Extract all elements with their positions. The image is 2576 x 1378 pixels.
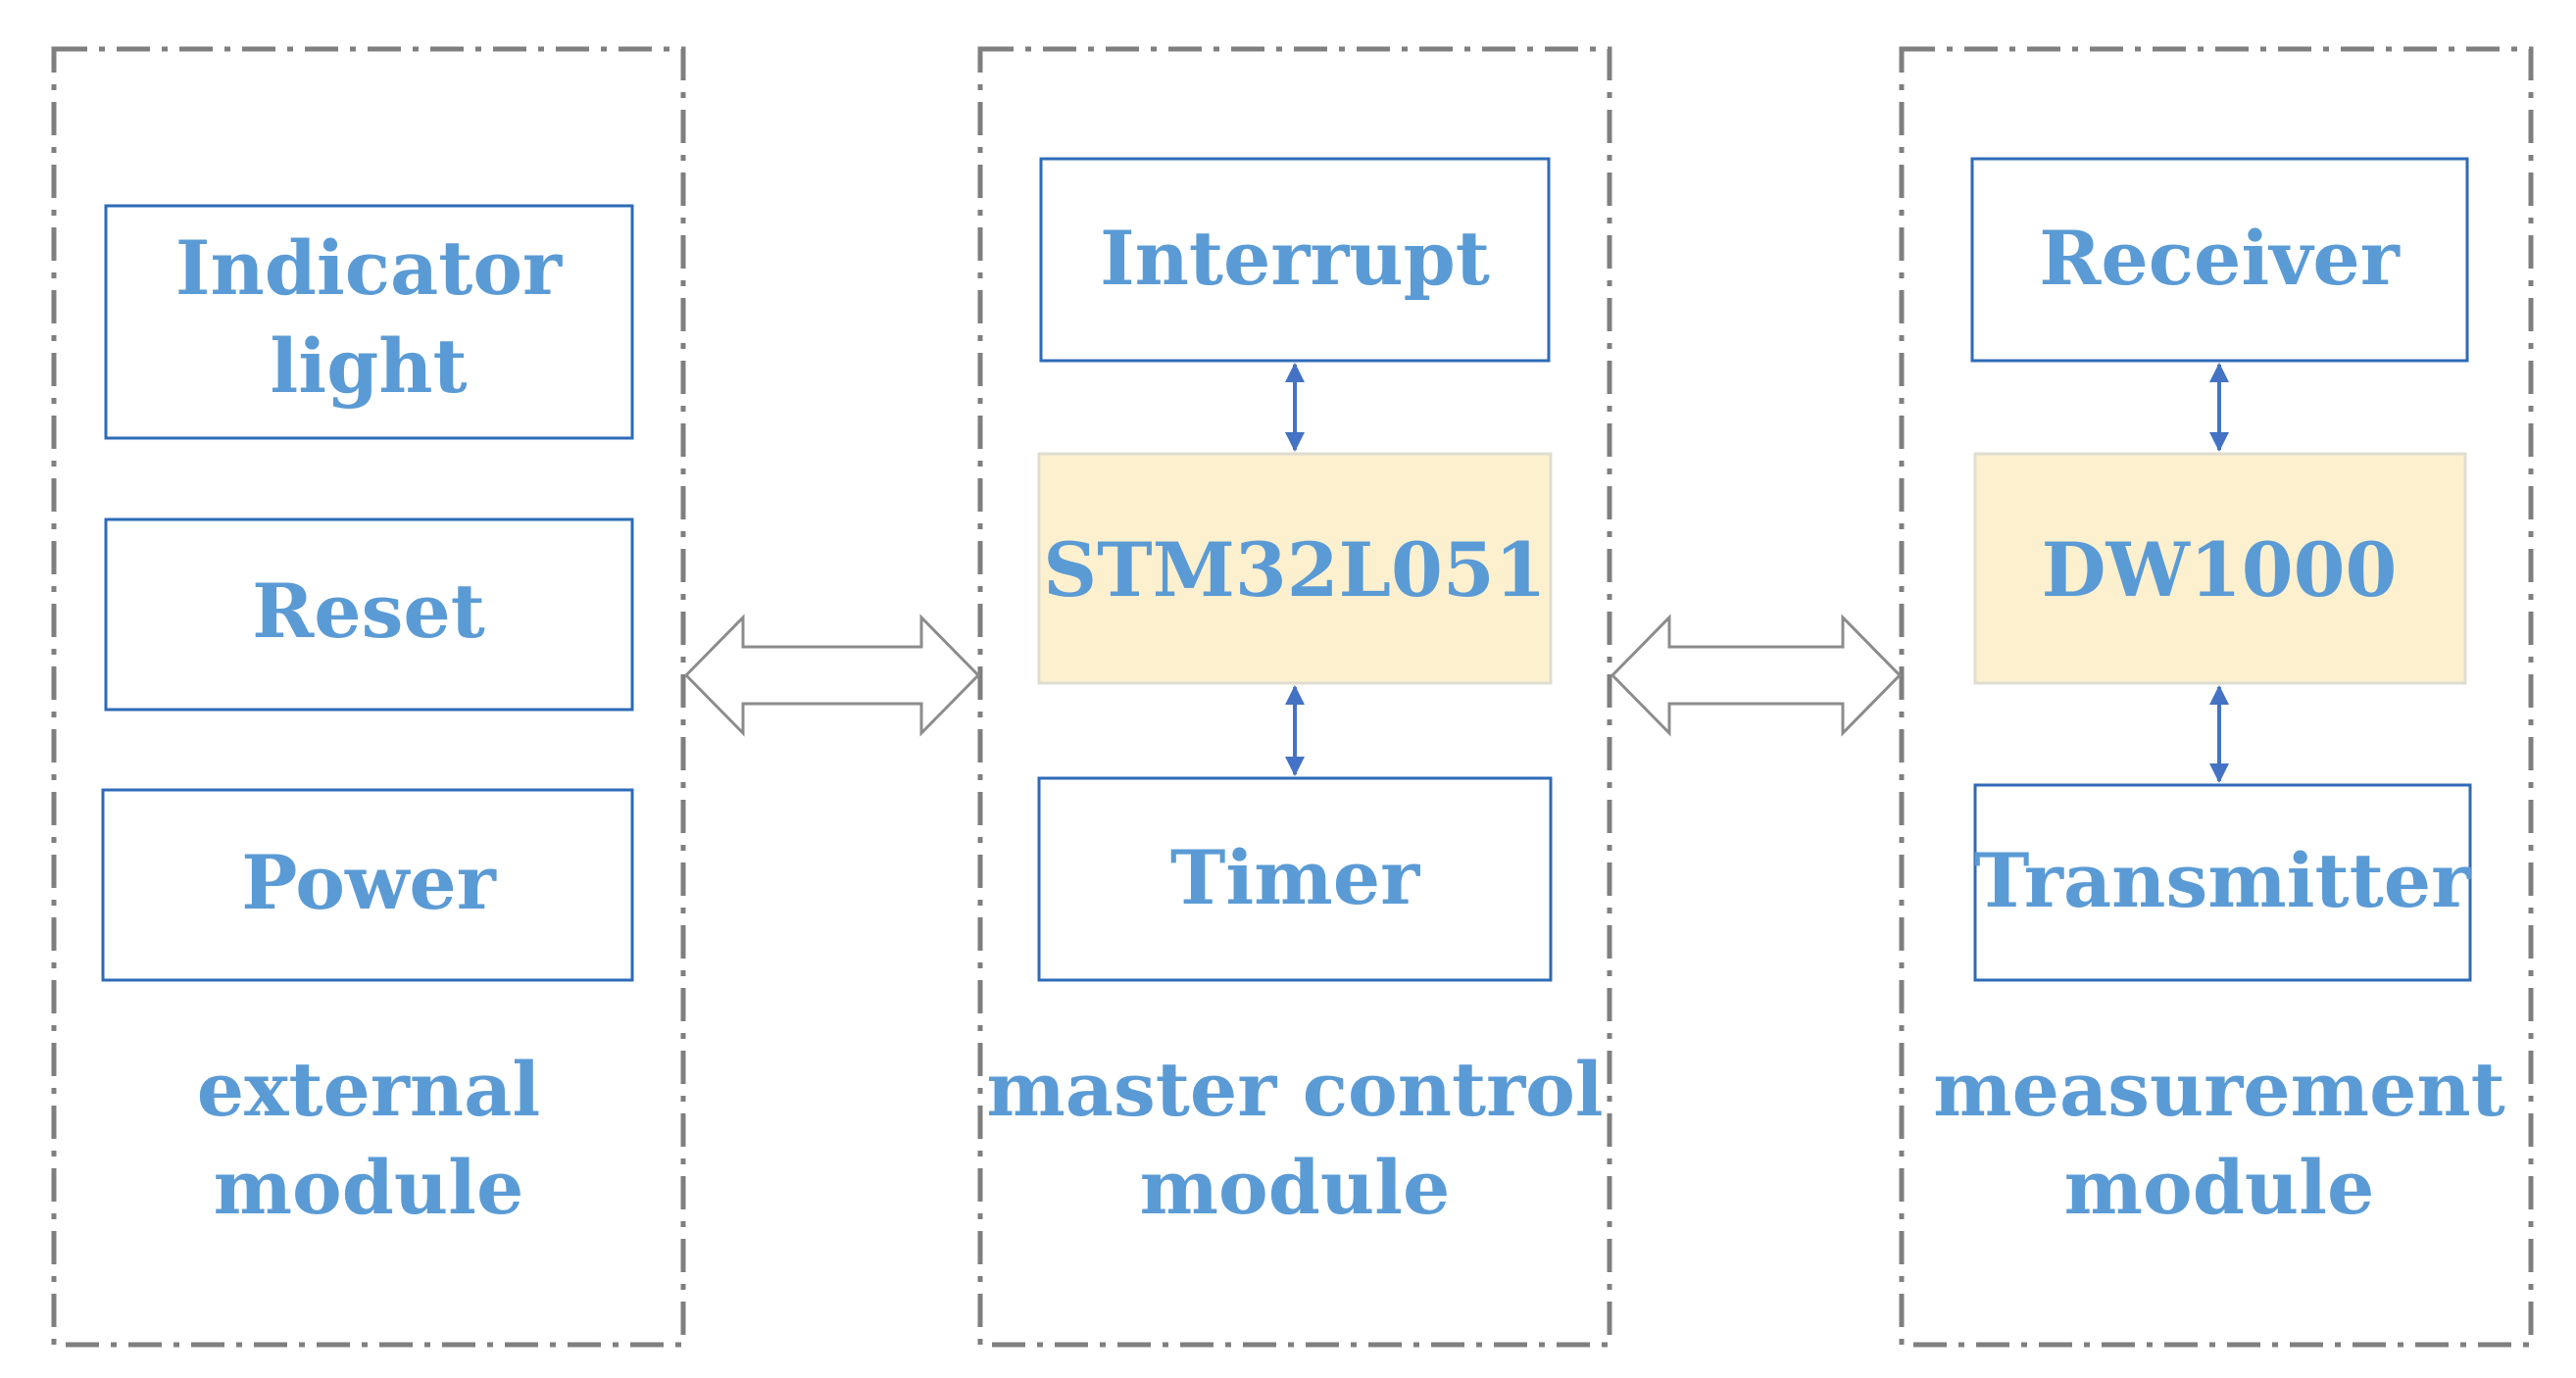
master-control-module-label-line1: master control	[986, 1046, 1603, 1133]
external-module-group	[51, 46, 686, 1348]
stm32l051-block	[1037, 452, 1553, 685]
power-label: Power	[241, 839, 497, 926]
indicator-light-label-line1: Indicator	[175, 224, 563, 312]
transmitter-block	[1973, 783, 2472, 982]
receiver-block	[1970, 157, 2469, 363]
power-block	[101, 788, 634, 982]
receiver-label: Receiver	[2039, 215, 2401, 302]
timer-block	[1037, 776, 1553, 982]
reset-block	[104, 517, 634, 712]
master-measurement-double-arrow	[1610, 614, 1903, 737]
measurement-module-label-line1: measurement	[1933, 1046, 2505, 1133]
interrupt-block	[1039, 157, 1551, 363]
interrupt-label: Interrupt	[1100, 215, 1490, 302]
external-module-label-line2: module	[214, 1144, 524, 1231]
transmitter-label: Transmitter	[1974, 837, 2471, 924]
master-control-module-group	[977, 46, 1612, 1348]
master-control-module-label-line2: module	[1140, 1144, 1451, 1231]
dw1000-block	[1973, 452, 2467, 685]
measurement-module-group	[1899, 46, 2534, 1348]
timer-label: Timer	[1170, 834, 1420, 921]
stm32l051-label: STM32L051	[1043, 526, 1546, 614]
measurement-module-label-line2: module	[2064, 1144, 2375, 1231]
indicator-light-label-line2: light	[270, 322, 467, 410]
indicator-light-block	[104, 204, 634, 440]
external-module-label-line1: external	[197, 1046, 541, 1133]
reset-label: Reset	[252, 567, 485, 655]
external-master-double-arrow	[683, 614, 981, 737]
dw1000-label: DW1000	[2042, 526, 2398, 614]
